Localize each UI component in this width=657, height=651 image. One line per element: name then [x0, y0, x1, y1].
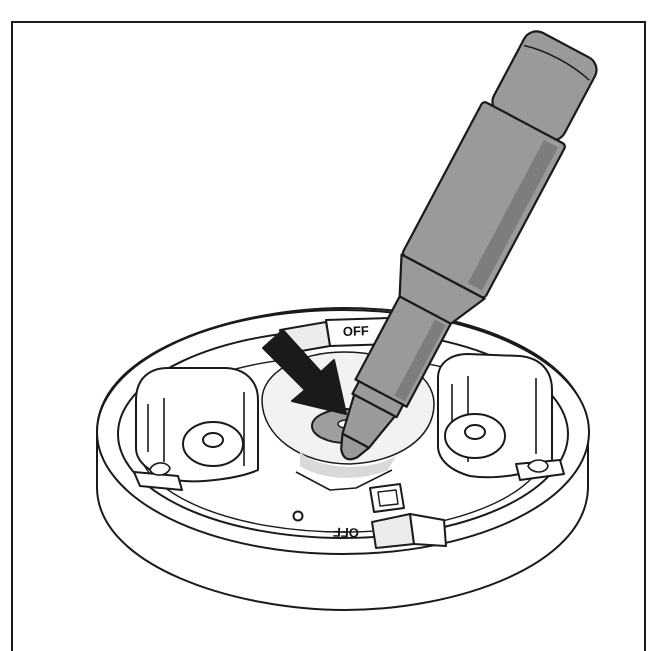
bottom-off-label: OFF [333, 525, 360, 541]
figure-frame [11, 21, 646, 651]
top-off-label: OFF [343, 323, 370, 339]
pointer-arrow [262, 329, 347, 415]
hub-shadow [300, 452, 396, 478]
small-hole [292, 510, 304, 522]
applicator-bottle [340, 30, 598, 461]
right-clip [437, 353, 565, 481]
bottom-off-tab [371, 513, 447, 549]
latch [369, 483, 405, 513]
left-clip [133, 367, 259, 491]
